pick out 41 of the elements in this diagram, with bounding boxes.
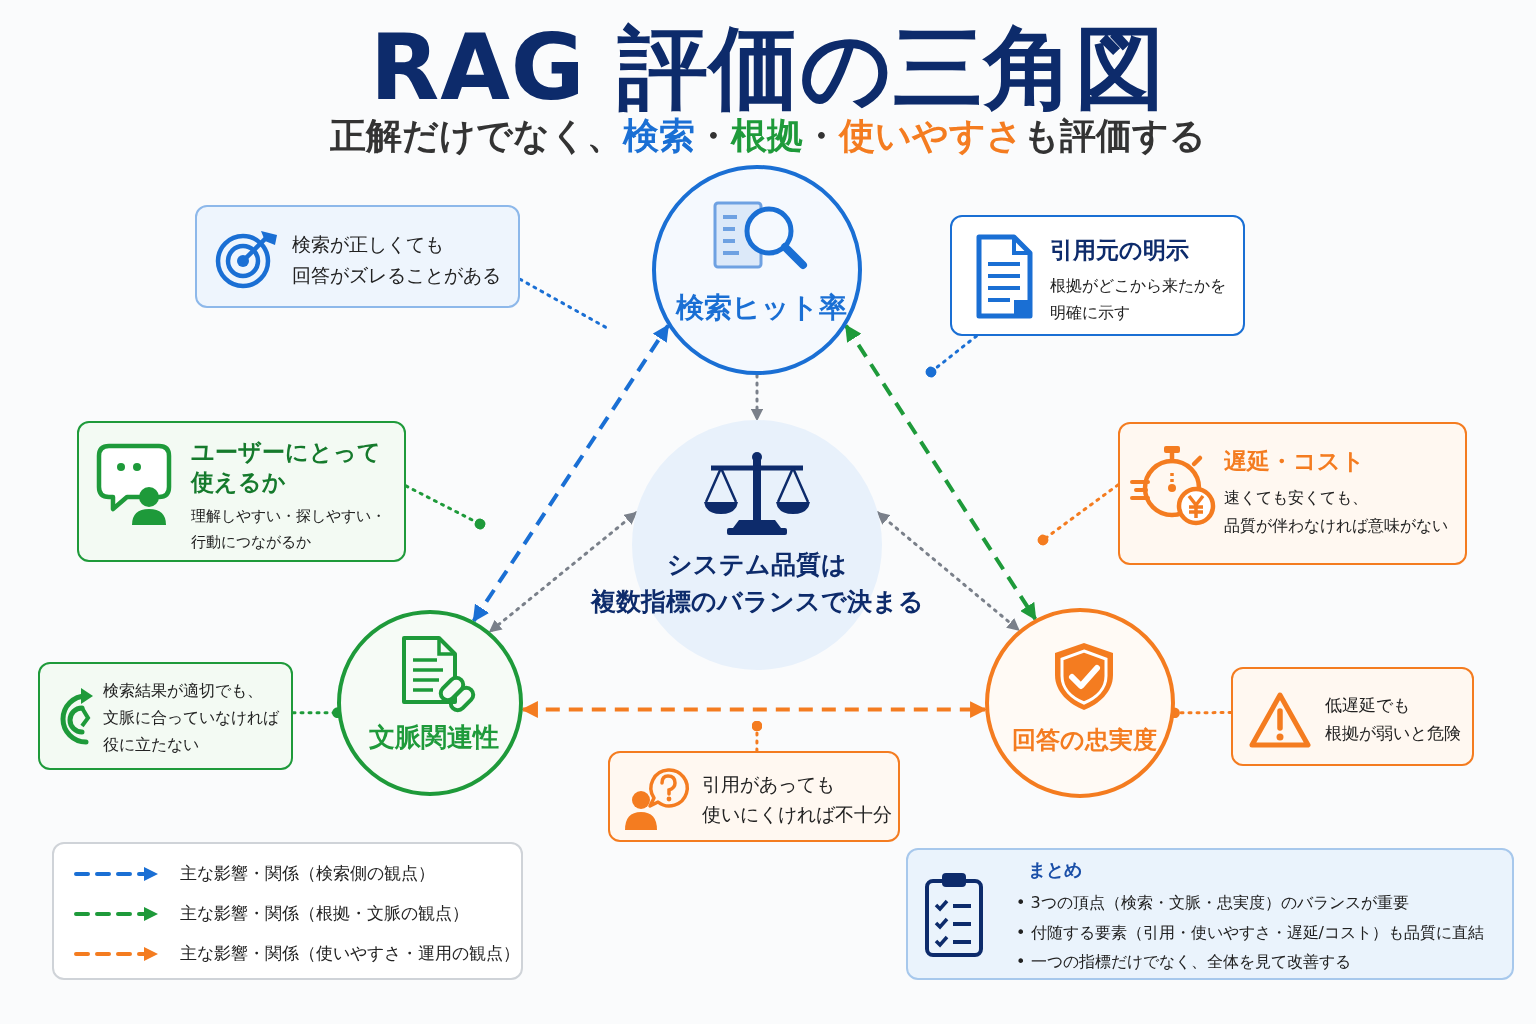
- dotted-arrow: [876, 511, 1021, 632]
- leader-line: [518, 277, 609, 330]
- callout-text: 引用があっても使いにくければ不十分: [702, 772, 892, 827]
- callout-box: [1118, 422, 1467, 565]
- dashed-arrow: [521, 701, 987, 718]
- callout-title: ユーザーにとって使えるか: [191, 438, 381, 497]
- metric-label: 回答の忠実度: [1010, 725, 1158, 756]
- leader-line: [404, 484, 486, 530]
- callout-title: 遅延・コスト: [1224, 447, 1365, 476]
- callout-box: [1231, 667, 1474, 766]
- dashed-arrow: [472, 324, 670, 623]
- dotted-arrow: [750, 373, 764, 422]
- callout-text: 速くても安くても、品質が伴わなければ意味がない: [1224, 487, 1448, 537]
- metric-label: 検索ヒット率: [674, 290, 848, 326]
- callout-box: [38, 662, 293, 770]
- dashed-arrow: [844, 324, 1038, 621]
- metric-label: 文脈関連性: [368, 721, 500, 754]
- subtitle: 正解だけでなく、検索・根拠・使いやすさも評価する: [329, 114, 1207, 158]
- leader-line: [751, 720, 763, 753]
- legend-text: 主な影響・関係（使いやすさ・運用の観点）: [180, 943, 520, 965]
- bullet-item: • 付随する要素（引用・使いやすさ・遅延/コスト）も品質に直結: [1016, 921, 1484, 944]
- leader-line: [925, 334, 978, 378]
- bullet-item: • 3つの頂点（検索・文脈・忠実度）のバランスが重要: [1016, 892, 1410, 914]
- summary-box: [906, 848, 1514, 980]
- callout-box: [195, 205, 520, 308]
- legend-text: 主な影響・関係（根拠・文脈の観点）: [180, 903, 469, 925]
- callout-text: 根拠がどこから来たかを明確に示す: [1050, 275, 1226, 324]
- callout-text: 低遅延でも根拠が弱いと危険: [1325, 694, 1461, 745]
- callout-box: [950, 215, 1245, 336]
- callout-title: 引用元の明示: [1050, 236, 1189, 265]
- callout-text: 検索結果が適切でも、文脈に合っていなければ役に立たない: [103, 681, 279, 756]
- dotted-arrow: [488, 511, 638, 634]
- summary-heading: まとめ: [1028, 858, 1082, 882]
- callout-text: 理解しやすい・探しやすい・行動につながるか: [191, 506, 386, 553]
- callout-box: [608, 751, 900, 842]
- bullet-item: • 一つの指標だけでなく、全体を見て改善する: [1016, 951, 1352, 973]
- leader-line: [1037, 483, 1120, 546]
- callout-box: [77, 421, 406, 562]
- center-label: システム品質は複数指標のバランスで決まる: [589, 549, 925, 618]
- callout-text: 検索が正しくても回答がズレることがある: [292, 232, 501, 288]
- legend-text: 主な影響・関係（検索側の観点）: [180, 863, 435, 885]
